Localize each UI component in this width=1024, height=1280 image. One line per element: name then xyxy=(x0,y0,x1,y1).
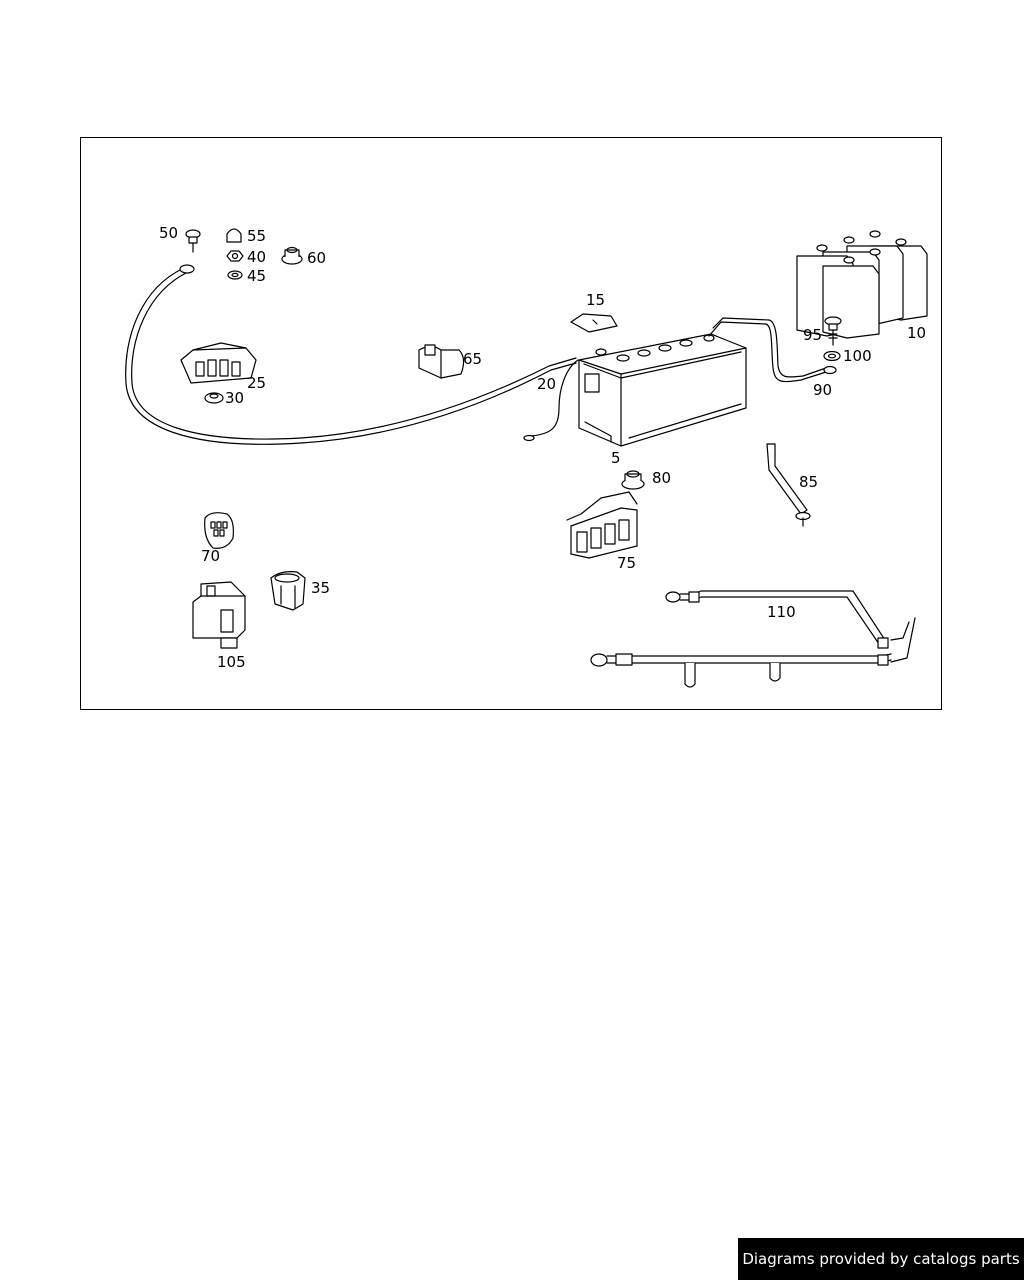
part-label-105: 105 xyxy=(217,653,246,671)
hex-nut-part xyxy=(621,470,645,490)
part-label-60: 60 xyxy=(307,249,326,267)
relay-clip-part xyxy=(270,571,306,611)
part-label-55: 55 xyxy=(247,227,266,245)
part-label-45: 45 xyxy=(247,267,266,285)
grommet-part xyxy=(204,392,224,404)
part-label-50: 50 xyxy=(159,224,178,242)
hold-down-plate-part xyxy=(570,313,618,333)
part-label-10: 10 xyxy=(907,324,926,342)
battery-part xyxy=(578,333,747,447)
part-label-100: 100 xyxy=(843,347,872,365)
part-label-70: 70 xyxy=(201,547,220,565)
part-label-5: 5 xyxy=(611,449,621,467)
parts-diagram: 50 55 40 45 60 25 30 65 15 20 5 80 10 95… xyxy=(125,224,928,688)
footer-credit-banner: Diagrams provided by catalogs parts xyxy=(738,1238,1024,1280)
bolt-part xyxy=(824,316,842,346)
screw-part xyxy=(185,229,201,253)
relay-part xyxy=(192,581,246,649)
flange-nut-part xyxy=(281,246,303,265)
terminal-holder-part xyxy=(180,342,257,384)
part-label-15: 15 xyxy=(586,291,605,309)
battery-positive-cable xyxy=(708,317,837,383)
part-label-30: 30 xyxy=(225,389,244,407)
part-label-85: 85 xyxy=(799,473,818,491)
part-label-110: 110 xyxy=(767,603,796,621)
part-label-90: 90 xyxy=(813,381,832,399)
part-label-20: 20 xyxy=(537,375,556,393)
fuse-box-part xyxy=(566,491,638,559)
nut-part xyxy=(226,250,244,262)
cap-nut-part xyxy=(226,228,242,243)
part-label-75: 75 xyxy=(617,554,636,572)
lock-washer-part xyxy=(823,350,841,362)
support-bracket-part xyxy=(766,443,811,527)
battery-negative-cable xyxy=(523,359,579,442)
cable-harness-part xyxy=(590,590,916,688)
part-label-80: 80 xyxy=(652,469,671,487)
battery-cells-part xyxy=(796,230,928,339)
ground-cable xyxy=(125,264,577,445)
connector-plug-part xyxy=(204,512,234,549)
part-label-95: 95 xyxy=(803,326,822,344)
cable-clamp-part xyxy=(418,344,465,379)
part-label-35: 35 xyxy=(311,579,330,597)
part-label-40: 40 xyxy=(247,248,266,266)
parts-diagram-frame: 50 55 40 45 60 25 30 65 15 20 5 80 10 95… xyxy=(80,137,942,710)
part-label-65: 65 xyxy=(463,350,482,368)
washer-part xyxy=(227,270,243,280)
part-label-25: 25 xyxy=(247,374,266,392)
